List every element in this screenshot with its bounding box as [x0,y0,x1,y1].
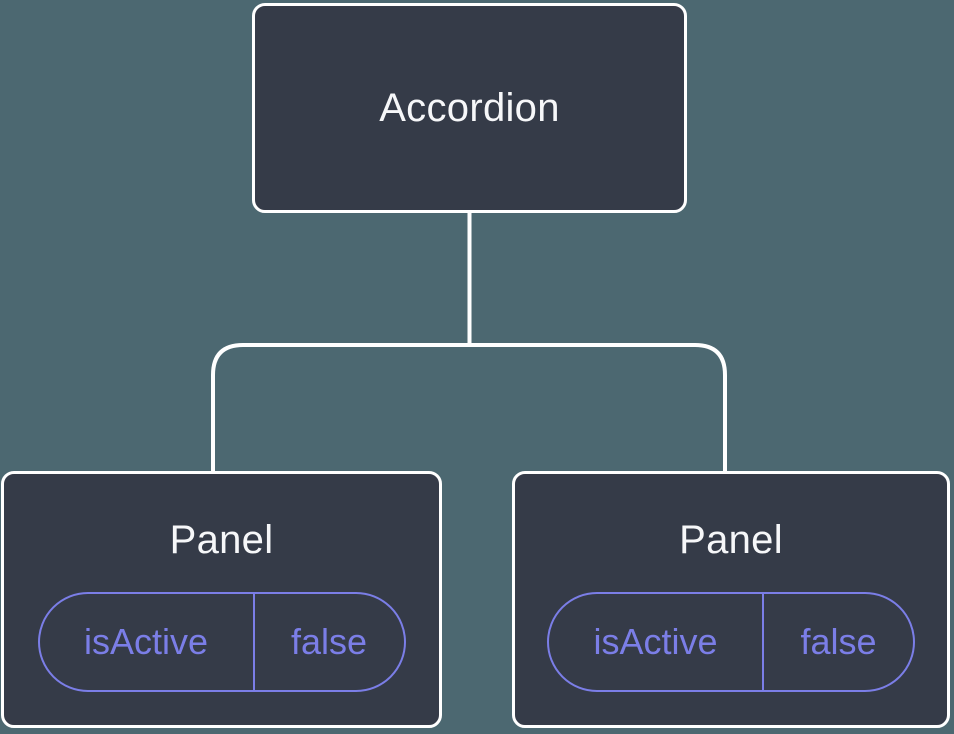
accordion-node: Accordion [252,3,687,213]
panel-label: Panel [679,518,783,562]
panel-node-right: Panel isActive false [512,471,950,728]
state-name: isActive [549,594,764,690]
connector-bracket [211,343,727,478]
state-value: false [290,621,368,662]
accordion-label: Accordion [379,86,560,130]
state-pill: isActive false [37,592,406,692]
state-pill: isActive false [547,592,915,692]
state-name: isActive [40,594,255,690]
state-value: false [800,621,877,662]
panel-label: Panel [169,518,274,562]
panel-node-left: Panel isActive false [1,471,442,728]
